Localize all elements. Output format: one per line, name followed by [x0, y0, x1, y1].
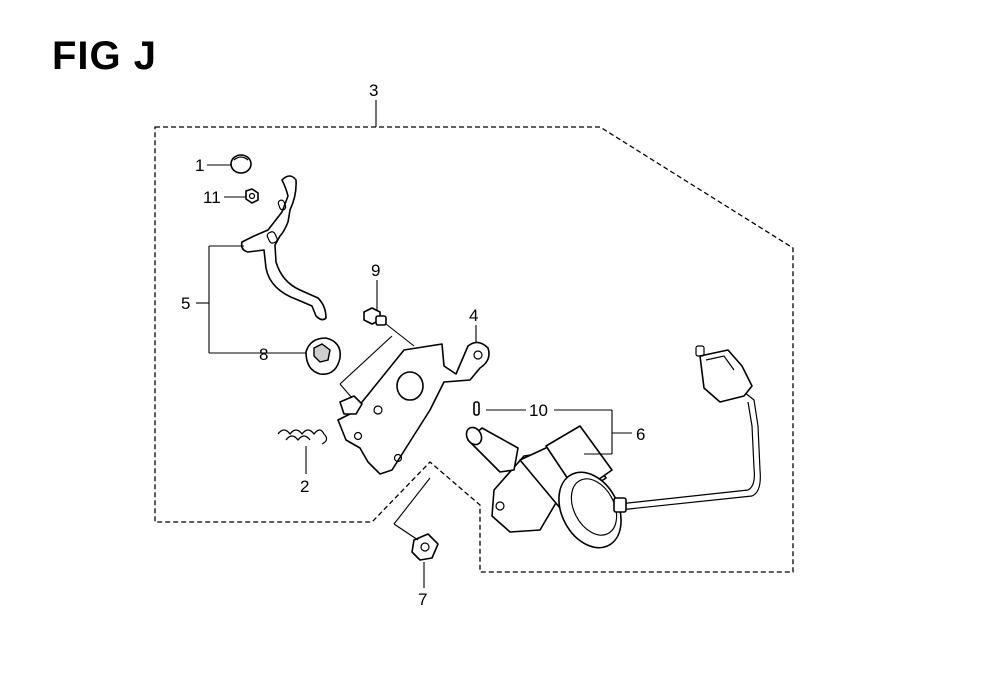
callout-5: 5	[181, 294, 190, 313]
callout-6: 6	[636, 425, 645, 444]
callout-9: 9	[371, 261, 380, 280]
callout-10: 10	[529, 401, 548, 420]
part-8-bushing	[305, 337, 342, 375]
part-6-solenoid	[465, 345, 761, 549]
callout-8: 8	[259, 345, 268, 364]
part-7-screw	[411, 533, 439, 561]
callout-4: 4	[469, 306, 478, 325]
callout-2: 2	[300, 477, 309, 496]
part-1-cap	[230, 154, 252, 174]
figure-title: FIG J	[52, 34, 158, 78]
part-11-nut	[245, 188, 259, 204]
part-4-bracket	[337, 341, 490, 475]
assembly-boundary	[154, 126, 794, 573]
callout-1: 1	[195, 156, 204, 175]
part-10-pin	[473, 401, 480, 416]
callout-11: 11	[203, 188, 221, 207]
leader-lines	[196, 100, 632, 588]
part-2-spring	[277, 429, 328, 445]
part-9-bolt	[363, 307, 387, 326]
callout-3: 3	[369, 81, 378, 100]
callout-7: 7	[418, 590, 427, 609]
